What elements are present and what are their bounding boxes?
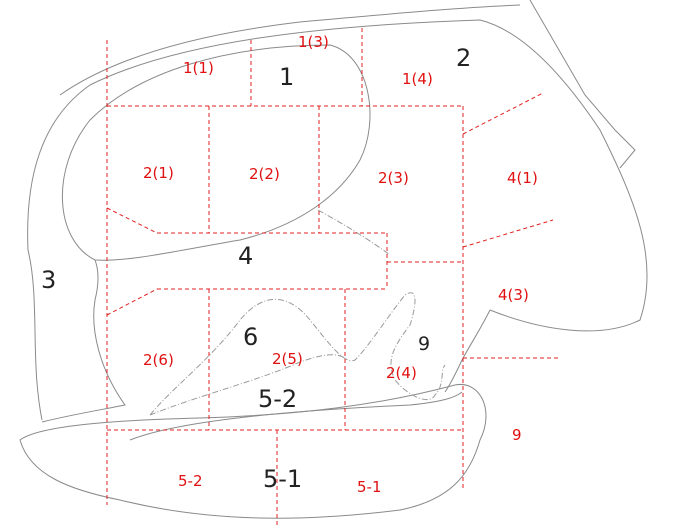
area-label-9: 9 <box>418 333 430 355</box>
zone-label-2-3: 2(3) <box>378 169 409 187</box>
top-ridge-outline <box>59 4 521 96</box>
region-2-edge <box>529 0 636 169</box>
region-4-right-outline <box>444 309 491 393</box>
inner-boundaries <box>149 209 446 416</box>
area-label-4: 4 <box>238 242 253 270</box>
zone-label-1-3: 1(3) <box>298 33 329 51</box>
zone-label-1-4: 1(4) <box>402 70 433 88</box>
area-label-3: 3 <box>41 266 56 294</box>
region-5-outline <box>19 384 487 519</box>
area-label-5-1: 5-1 <box>263 465 302 493</box>
lower-left-outline <box>41 259 126 423</box>
area-label-1: 1 <box>279 63 294 91</box>
zone-label-2-1: 2(1) <box>143 164 174 182</box>
grid-line <box>106 207 158 234</box>
region-outlines <box>19 0 648 519</box>
area-label-2: 2 <box>456 44 471 72</box>
zone-label-1-1: 1(1) <box>183 59 214 77</box>
zone-label-2-4: 2(4) <box>386 364 417 382</box>
region-1-loop <box>62 44 371 261</box>
grid-line <box>106 288 158 316</box>
area-label-6: 6 <box>243 323 258 351</box>
zone-label-2-5: 2(5) <box>272 350 303 368</box>
area-label-5-2: 5-2 <box>258 385 297 413</box>
area-labels: 1 2 3 4 6 9 5-2 5-1 <box>41 44 471 493</box>
zone-labels: 1(1) 1(3) 1(4) 2(1) 2(2) 2(3) 4(1) 4(3) … <box>143 33 538 496</box>
region-5-inner-outline <box>129 391 463 441</box>
zone-label-5-1: 5-1 <box>357 478 382 496</box>
zone-grid <box>106 28 558 527</box>
region-5-2-boundary <box>149 354 346 416</box>
zone-label-4-1: 4(1) <box>507 169 538 187</box>
zone-label-4-3: 4(3) <box>498 286 529 304</box>
grid-line <box>462 219 554 248</box>
region-3-outline <box>27 19 648 421</box>
zone-label-2-6: 2(6) <box>143 351 174 369</box>
zone-label-5-2: 5-2 <box>178 472 203 490</box>
region-6-boundary <box>149 292 446 416</box>
grid-line <box>462 92 544 135</box>
zone-label-9: 9 <box>512 426 522 444</box>
zone-label-2-2: 2(2) <box>249 165 280 183</box>
